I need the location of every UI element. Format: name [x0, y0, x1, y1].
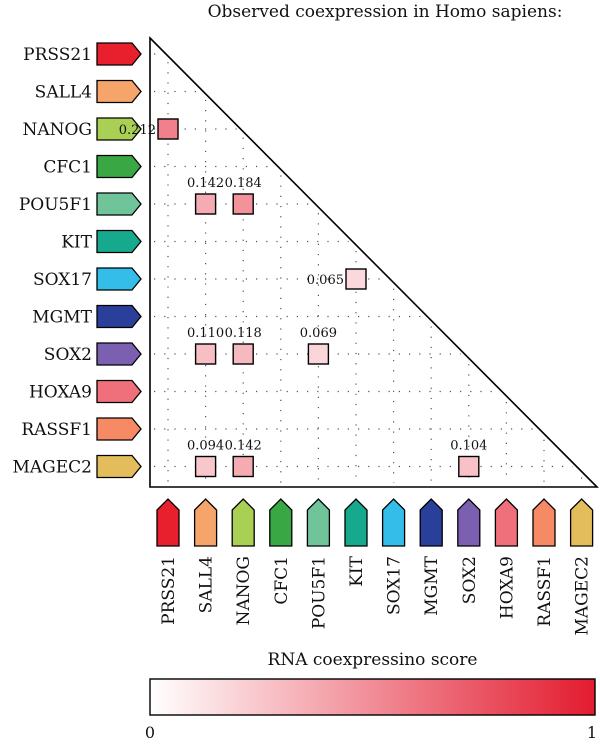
column-label: MGMT — [422, 555, 442, 615]
heatmap-cell — [194, 193, 217, 215]
colorbar-max-label: 1 — [587, 723, 597, 742]
row-label: MAGEC2 — [13, 458, 93, 478]
heatmap-cell — [232, 343, 254, 365]
row-label: RASSF1 — [21, 420, 92, 440]
cell-value-label: 0.184 — [225, 176, 262, 191]
column-label: HOXA9 — [497, 556, 517, 619]
row-marker — [96, 229, 142, 254]
column-marker — [419, 498, 443, 547]
column-label: RASSF1 — [535, 556, 555, 627]
heatmap-cell — [345, 268, 367, 290]
heatmap-cell — [307, 343, 330, 365]
column-marker — [381, 498, 406, 547]
row-label: SOX17 — [33, 270, 92, 290]
cell-value-label: 0.110 — [187, 326, 224, 341]
row-marker — [96, 454, 142, 479]
column-label: POU5F1 — [309, 556, 329, 629]
cell-value-label: 0.069 — [300, 326, 337, 341]
column-label: SOX2 — [460, 556, 480, 604]
dotted-guides — [154, 53, 583, 483]
column-label: CFC1 — [272, 556, 292, 605]
triangle-outline — [149, 36, 599, 488]
row-marker — [96, 379, 142, 404]
column-label: NANOG — [234, 556, 254, 626]
column-label: SALL4 — [197, 556, 217, 613]
row-marker — [96, 79, 142, 104]
row-marker — [96, 342, 142, 366]
row-marker — [96, 154, 142, 179]
cell-value-label: 0.094 — [187, 439, 224, 454]
cell-value-label: 0.142 — [187, 176, 224, 191]
column-marker — [193, 498, 218, 547]
row-label: NANOG — [22, 120, 92, 140]
colorbar-label: RNA coexpressino score — [267, 650, 478, 670]
colorbar-min-label: 0 — [145, 723, 155, 742]
row-label: PRSS21 — [23, 45, 92, 65]
row-label: POU5F1 — [19, 195, 92, 215]
row-label: HOXA9 — [29, 383, 92, 403]
row-label: CFC1 — [43, 158, 92, 178]
cell-value-label: 0.065 — [307, 273, 344, 288]
row-marker — [96, 304, 142, 329]
row-label: KIT — [61, 233, 92, 253]
row-marker — [96, 117, 142, 141]
column-label: SOX17 — [385, 556, 405, 615]
column-marker — [344, 498, 368, 547]
cell-value-label: 0.104 — [450, 439, 487, 454]
row-label: MGMT — [32, 308, 92, 328]
colorbar — [149, 678, 596, 716]
column-marker — [457, 498, 481, 547]
cell-value-label: 0.142 — [225, 439, 262, 454]
cell-value-label: 0.118 — [225, 326, 262, 341]
column-marker — [231, 498, 255, 547]
column-marker — [494, 498, 519, 547]
row-marker — [96, 192, 142, 216]
heatmap-cell — [232, 193, 254, 215]
column-label: MAGEC2 — [573, 556, 593, 636]
cell-value-label: 0.212 — [119, 123, 156, 138]
heatmap-cell — [232, 455, 254, 478]
row-marker — [96, 267, 142, 291]
column-marker — [156, 498, 180, 547]
heatmap-cell — [157, 118, 179, 140]
column-label: KIT — [347, 555, 367, 586]
row-marker — [96, 417, 142, 441]
row-marker — [96, 42, 142, 66]
chart-title: Observed coexpression in Homo sapiens: — [207, 2, 563, 22]
column-marker — [306, 498, 331, 547]
column-marker — [569, 498, 594, 547]
column-marker — [269, 498, 293, 547]
column-marker — [532, 498, 556, 547]
row-label: SOX2 — [44, 345, 92, 365]
heatmap-cell — [194, 455, 217, 478]
row-label: SALL4 — [35, 83, 92, 103]
column-label: PRSS21 — [159, 556, 179, 625]
heatmap-cell — [458, 455, 480, 478]
heatmap-cell — [194, 343, 217, 365]
